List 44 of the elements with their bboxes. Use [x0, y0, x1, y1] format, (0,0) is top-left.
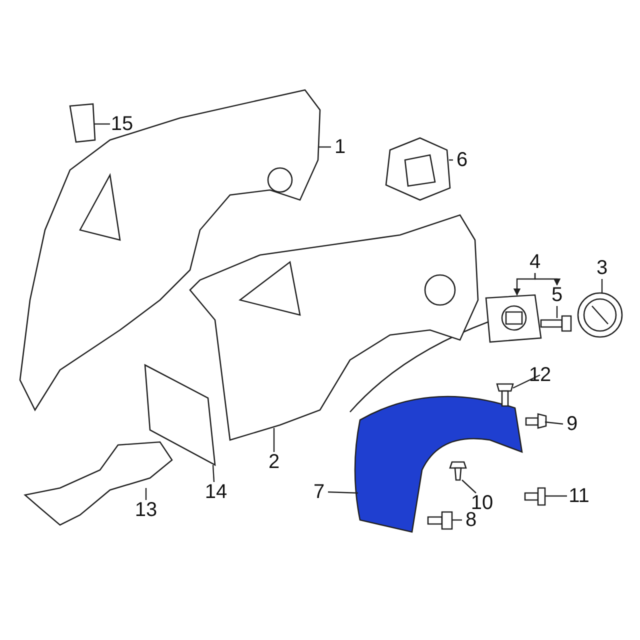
callout-number: 7 — [310, 481, 328, 503]
callout-number: 2 — [265, 451, 283, 473]
housing-drawing — [385, 137, 451, 201]
fuel-door-drawing — [485, 294, 542, 343]
leader-line — [462, 480, 476, 494]
fender-panel-drawing — [189, 214, 479, 441]
leader-line — [328, 491, 358, 494]
callout-number: 8 — [462, 509, 480, 531]
callout-number: 15 — [110, 113, 134, 135]
clip-drawing — [525, 413, 547, 429]
leader-line — [318, 146, 331, 148]
bracket-drawing — [69, 103, 96, 143]
callout-number: 12 — [528, 364, 552, 386]
fender-panel-drawing — [19, 89, 321, 412]
bracket-drawing — [24, 441, 173, 526]
callout-number: 14 — [204, 481, 228, 503]
callout-number: 3 — [593, 257, 611, 279]
callout-number: 5 — [548, 284, 566, 306]
panel-drawing — [144, 364, 216, 466]
screw-drawing — [427, 511, 453, 530]
bolt-drawing — [540, 315, 572, 332]
callout-number: 11 — [567, 485, 591, 507]
callout-number: 9 — [563, 413, 581, 435]
callout-number: 1 — [331, 136, 349, 158]
leader-line — [545, 495, 567, 497]
leader-line — [601, 279, 603, 293]
bolt-drawing — [524, 487, 546, 506]
wheel-liner-drawing — [354, 396, 523, 533]
leader-line — [534, 273, 561, 286]
leader-line — [512, 374, 540, 389]
leader-line — [556, 306, 558, 318]
callout-number: 13 — [134, 499, 158, 521]
fuel-cap-drawing — [577, 292, 623, 338]
clip-drawing — [496, 383, 514, 407]
leader-line — [212, 464, 215, 482]
leader-line — [273, 428, 275, 452]
leader-line — [449, 159, 453, 161]
leader-line — [452, 519, 462, 521]
callout-number: 6 — [453, 149, 471, 171]
leader-line — [94, 123, 110, 125]
clip-drawing — [449, 461, 467, 481]
leader-line — [544, 421, 564, 425]
callout-number: 4 — [526, 251, 544, 273]
leader-line — [145, 488, 147, 500]
